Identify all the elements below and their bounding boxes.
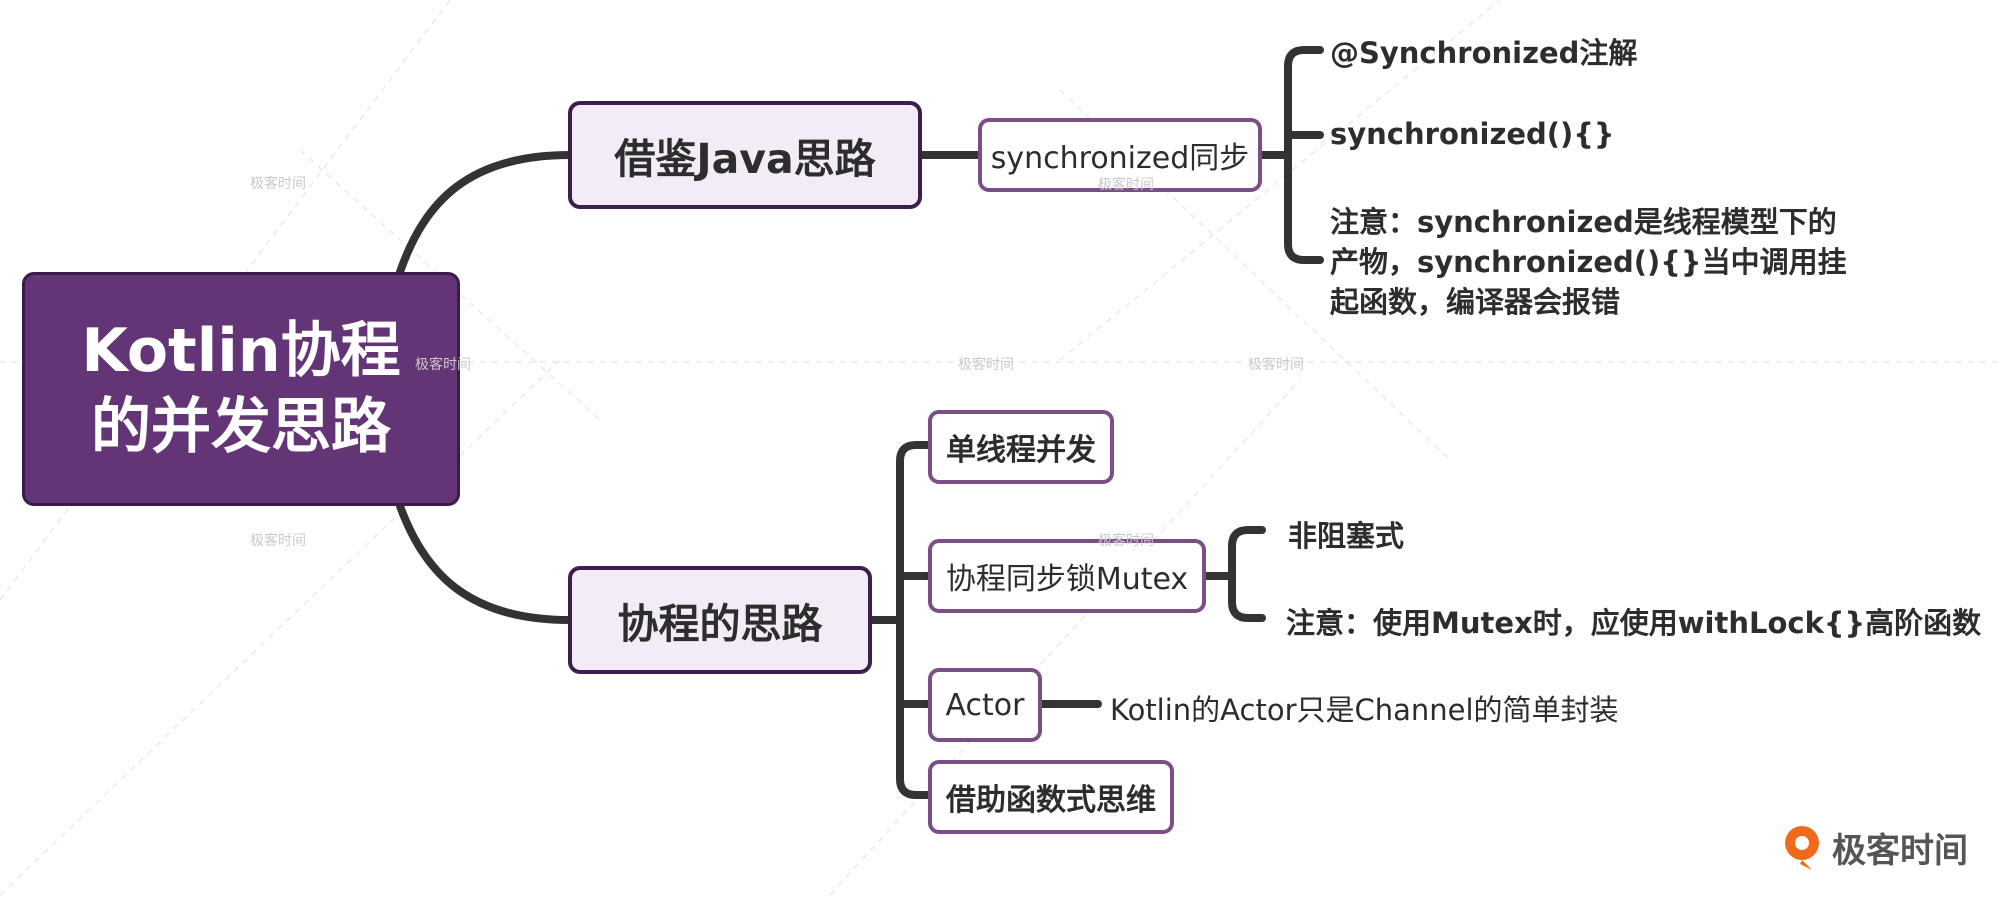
brand-logo: 极客时间 — [1782, 822, 1968, 872]
subtopic-functional-thinking[interactable]: 借助函数式思维 — [928, 760, 1174, 834]
geektime-logo-icon — [1785, 826, 1819, 870]
bracket-mutex — [1228, 526, 1266, 622]
subtopic-synchronized[interactable]: synchronized同步 — [978, 118, 1262, 192]
subtopic-mutex[interactable]: 协程同步锁Mutex — [928, 539, 1206, 613]
watermark-small: 极客时间 — [415, 357, 471, 373]
root-topic-line2: 的并发思路 — [91, 392, 391, 462]
watermark-small: 极客时间 — [1248, 357, 1304, 373]
subtopic-actor[interactable]: Actor — [928, 668, 1042, 742]
leaf-synchronized-block: synchronized(){} — [1330, 117, 1615, 151]
connector-root-coroutine — [396, 502, 574, 624]
subtopic-functional-thinking-label: 借助函数式思维 — [946, 783, 1156, 818]
root-topic[interactable]: Kotlin协程 的并发思路 — [22, 272, 460, 506]
leaf-actor-note: Kotlin的Actor只是Channel的简单封装 — [1110, 693, 1619, 727]
topic-coroutine-approach[interactable]: 协程的思路 — [568, 566, 872, 674]
subtopic-single-thread-label: 单线程并发 — [946, 433, 1096, 468]
leaf-synchronized-note: 注意：synchronized是线程模型下的产物，synchronized(){… — [1330, 205, 1847, 319]
topic-java-approach-label: 借鉴Java思路 — [614, 135, 876, 183]
connector-root-java — [396, 151, 574, 276]
brand-text: 极客时间 — [1832, 830, 1968, 871]
subtopic-mutex-label: 协程同步锁Mutex — [945, 562, 1189, 597]
watermark-small: 极客时间 — [1098, 177, 1154, 193]
subtopic-single-thread[interactable]: 单线程并发 — [928, 410, 1114, 484]
watermark-small: 极客时间 — [1098, 533, 1154, 549]
root-topic-line1: Kotlin协程 — [81, 315, 401, 386]
trunk-coroutine — [896, 441, 932, 799]
subtopic-actor-label: Actor — [945, 687, 1025, 723]
topic-coroutine-approach-label: 协程的思路 — [617, 600, 823, 648]
watermark-small: 极客时间 — [250, 533, 306, 549]
watermark-small: 极客时间 — [250, 176, 306, 192]
leaf-synchronized-annotation: @Synchronized注解 — [1330, 36, 1638, 70]
subtopic-synchronized-label: synchronized同步 — [990, 141, 1250, 176]
watermark-small: 极客时间 — [958, 357, 1014, 373]
topic-java-approach[interactable]: 借鉴Java思路 — [568, 101, 922, 209]
leaf-mutex-non-blocking: 非阻塞式 — [1288, 519, 1405, 553]
leaf-mutex-note: 注意：使用Mutex时，应使用withLock{}高阶函数 — [1286, 606, 1982, 640]
bracket-sync — [1284, 46, 1324, 264]
